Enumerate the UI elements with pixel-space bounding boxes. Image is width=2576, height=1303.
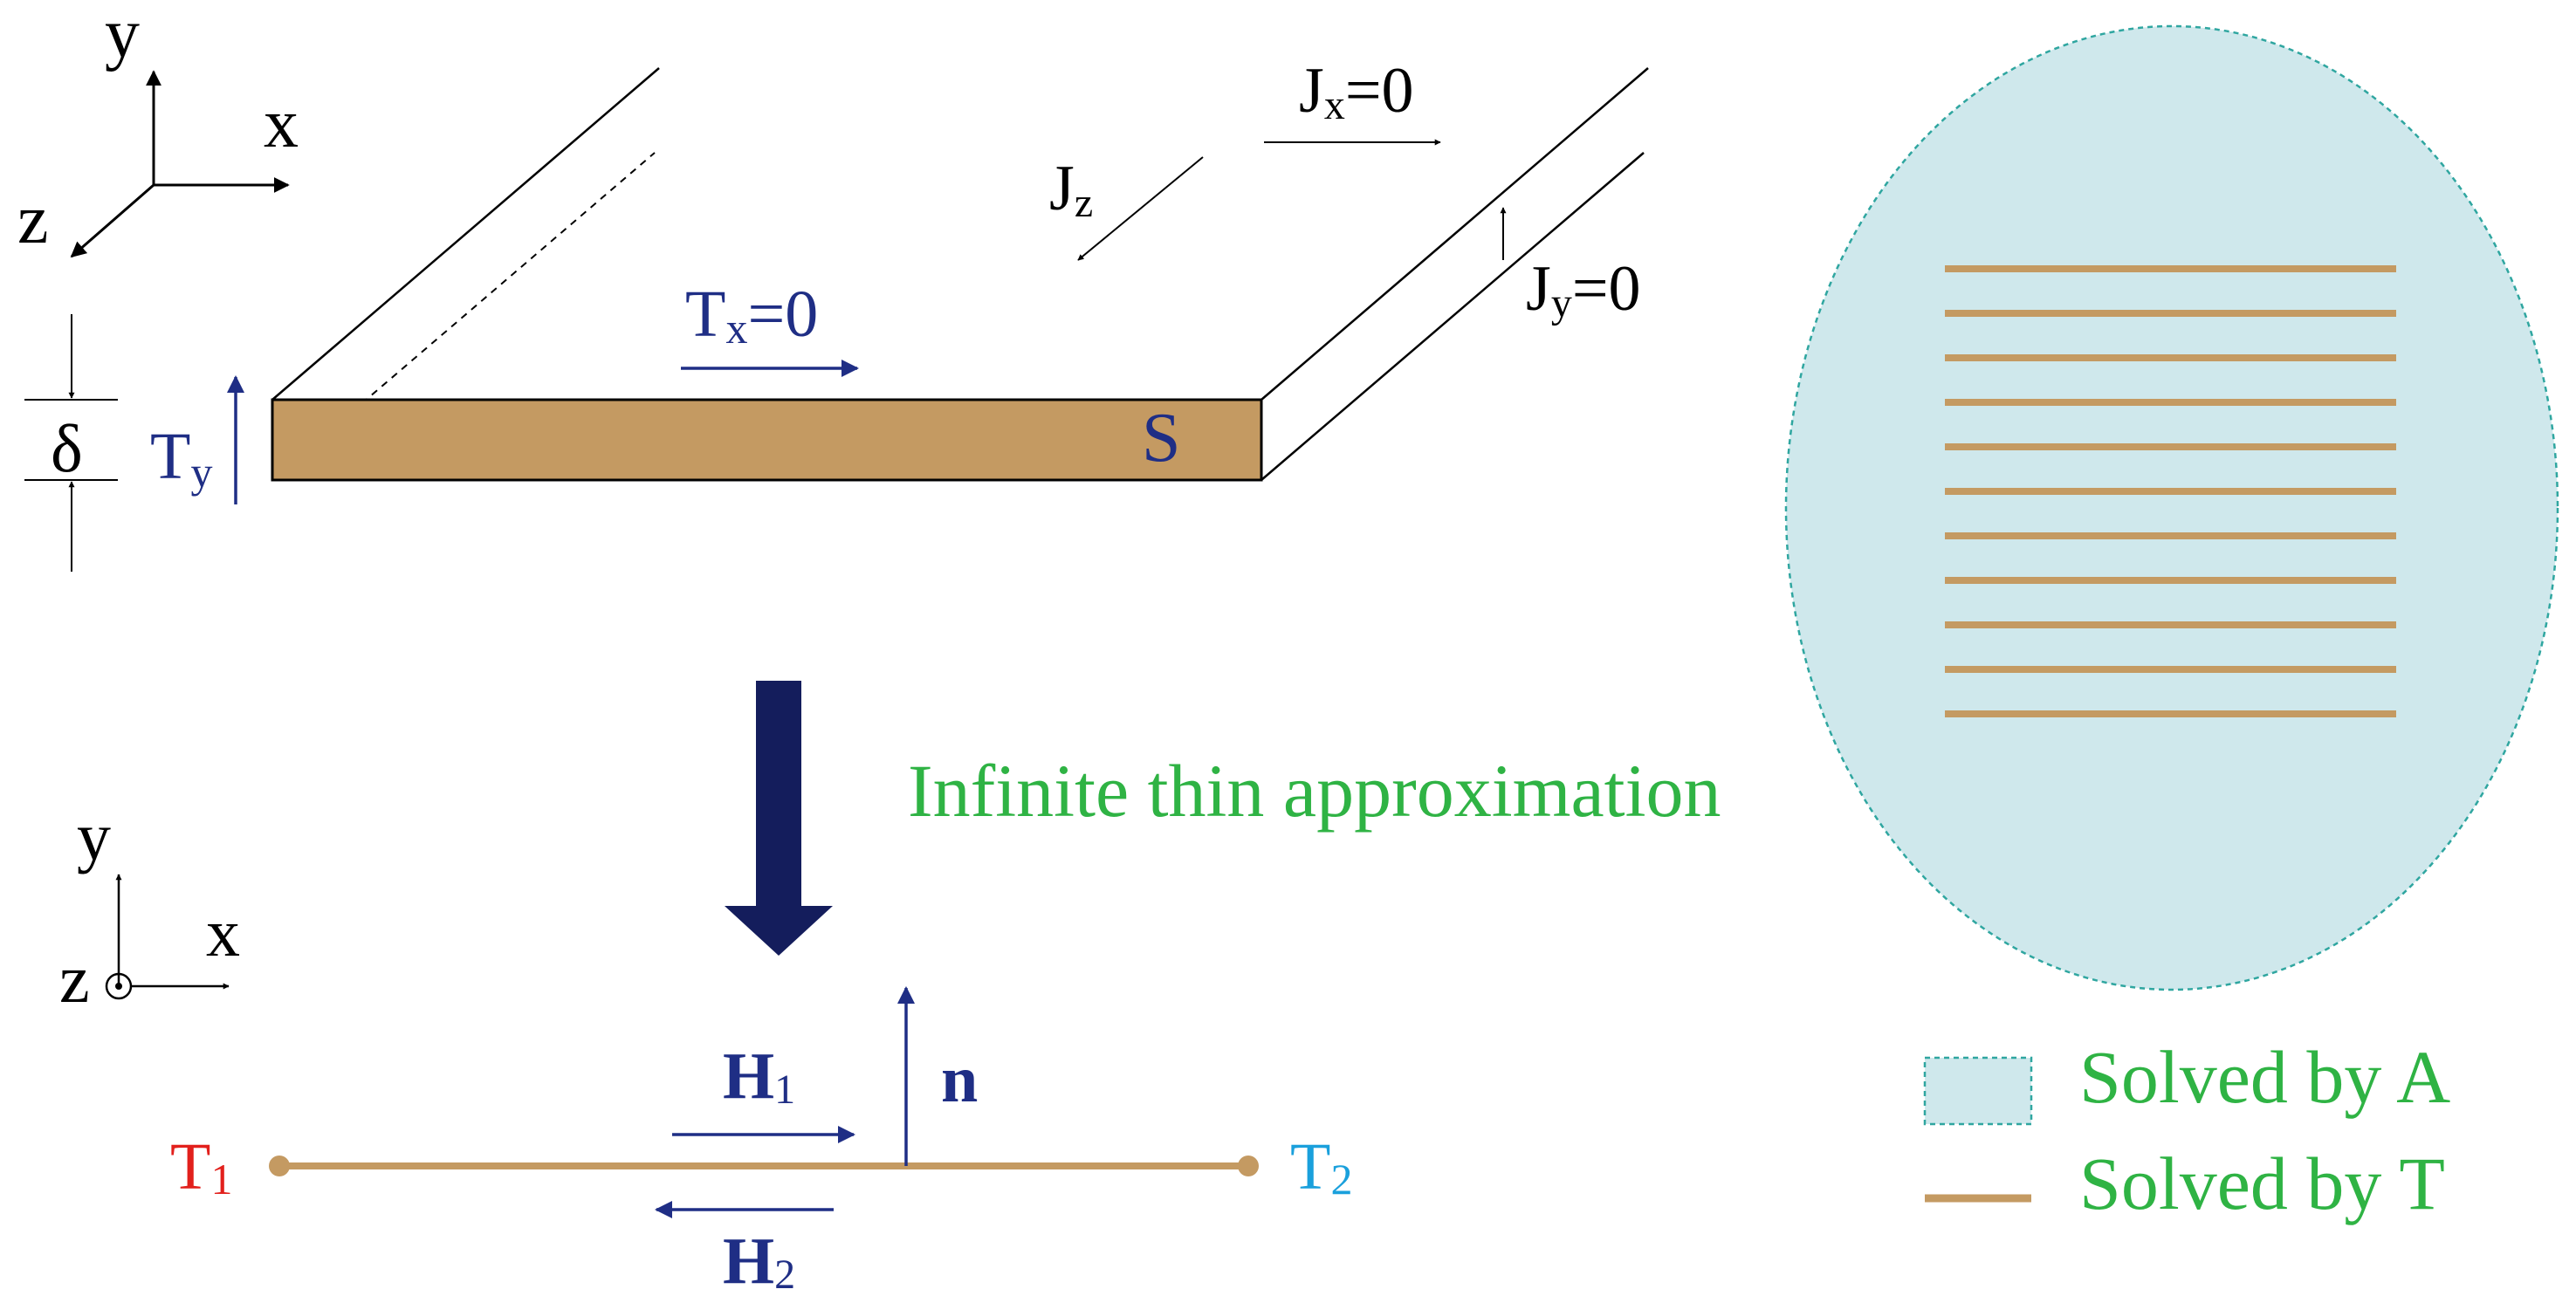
jx-annotation: Jx=0 bbox=[1264, 55, 1441, 146]
jy-label-sub: y bbox=[1551, 280, 1572, 326]
approximation-label: Infinite thin approximation bbox=[908, 749, 1721, 833]
surface-label: S bbox=[1142, 400, 1181, 477]
jx-label: Jx=0 bbox=[1299, 55, 1414, 128]
legend: Solved by A Solved by T bbox=[1923, 1035, 2450, 1225]
ty-label-main: T bbox=[150, 420, 190, 493]
axes-bottom: y x z bbox=[59, 799, 240, 1017]
approximation-arrow bbox=[725, 681, 833, 956]
jz-label-main: J bbox=[1049, 153, 1075, 224]
axis-x-label-bottom: x bbox=[206, 895, 240, 970]
tape-stack bbox=[1945, 265, 2396, 717]
h2-label: H2 bbox=[723, 1224, 795, 1298]
axis-z-out-of-plane-icon bbox=[105, 972, 133, 1000]
tx-annotation: Tx=0 bbox=[681, 278, 859, 377]
approximation-arrow-shaft bbox=[756, 681, 801, 909]
jx-label-value: =0 bbox=[1345, 55, 1414, 127]
axis-x-label: x bbox=[264, 86, 299, 162]
normal-label: n bbox=[941, 1043, 978, 1116]
slab-3d: S bbox=[271, 67, 1649, 482]
jy-label-main: J bbox=[1526, 253, 1551, 325]
tx-label: Tx=0 bbox=[685, 278, 818, 353]
jz-label: Jz bbox=[1049, 153, 1093, 226]
axis-y-label-bottom: y bbox=[77, 799, 111, 874]
jz-label-sub: z bbox=[1075, 180, 1093, 226]
slab-cross-section bbox=[271, 398, 1263, 482]
axes-top: y x z bbox=[17, 0, 299, 258]
jz-arrow bbox=[1077, 156, 1204, 261]
ty-annotation: Ty bbox=[150, 375, 244, 504]
tx-label-sub: x bbox=[725, 304, 747, 353]
axis-z-arrow bbox=[70, 183, 155, 258]
t2-label-main: T bbox=[1290, 1130, 1330, 1204]
tx-label-value: =0 bbox=[747, 278, 818, 351]
thickness-label: δ bbox=[51, 410, 83, 486]
t2-label-sub: 2 bbox=[1330, 1155, 1352, 1204]
h1-label-sub: 1 bbox=[774, 1066, 795, 1113]
t2-label: T2 bbox=[1290, 1130, 1352, 1204]
slab-top-right-edge bbox=[1261, 67, 1649, 401]
legend-region-swatch bbox=[1923, 1056, 2033, 1126]
legend-region-label: Solved by A bbox=[2079, 1035, 2450, 1119]
jx-label-sub: x bbox=[1324, 82, 1345, 128]
thin-tape: n H1 H2 T1 T2 bbox=[170, 986, 1352, 1298]
axis-z-label-bottom: z bbox=[59, 941, 90, 1017]
jx-label-main: J bbox=[1299, 55, 1324, 127]
h2-label-sub: 2 bbox=[774, 1252, 795, 1298]
slab-side-edge bbox=[1644, 68, 1648, 153]
h1-label: H1 bbox=[723, 1039, 795, 1113]
thin-tape-right-end bbox=[1238, 1156, 1259, 1176]
approximation-arrow-head bbox=[725, 906, 833, 956]
thickness-dimension: δ bbox=[24, 314, 118, 572]
jy-annotation: Jy=0 bbox=[1500, 207, 1641, 326]
jy-label: Jy=0 bbox=[1526, 253, 1641, 326]
h2-label-main: H bbox=[723, 1224, 774, 1298]
tx-label-main: T bbox=[685, 278, 725, 351]
jy-label-value: =0 bbox=[1572, 253, 1641, 325]
thin-tape-left-end bbox=[269, 1156, 290, 1176]
jz-annotation: Jz bbox=[1049, 153, 1204, 261]
axis-z-label: z bbox=[17, 182, 49, 258]
ty-label-sub: y bbox=[190, 448, 212, 497]
slab-bottom-right-edge bbox=[1261, 152, 1645, 481]
ty-label: Ty bbox=[150, 420, 212, 497]
cross-section-region bbox=[1784, 24, 2559, 991]
h1-label-main: H bbox=[723, 1039, 774, 1113]
legend-line-label: Solved by T bbox=[2079, 1142, 2445, 1225]
t1-label: T1 bbox=[170, 1130, 232, 1204]
slab-top-left-edge bbox=[271, 67, 660, 401]
axis-y-label: y bbox=[105, 0, 140, 72]
t1-label-main: T bbox=[170, 1130, 210, 1204]
axis-z-dot-icon bbox=[115, 983, 122, 990]
t1-label-sub: 1 bbox=[210, 1155, 232, 1204]
air-region bbox=[1784, 24, 2559, 991]
